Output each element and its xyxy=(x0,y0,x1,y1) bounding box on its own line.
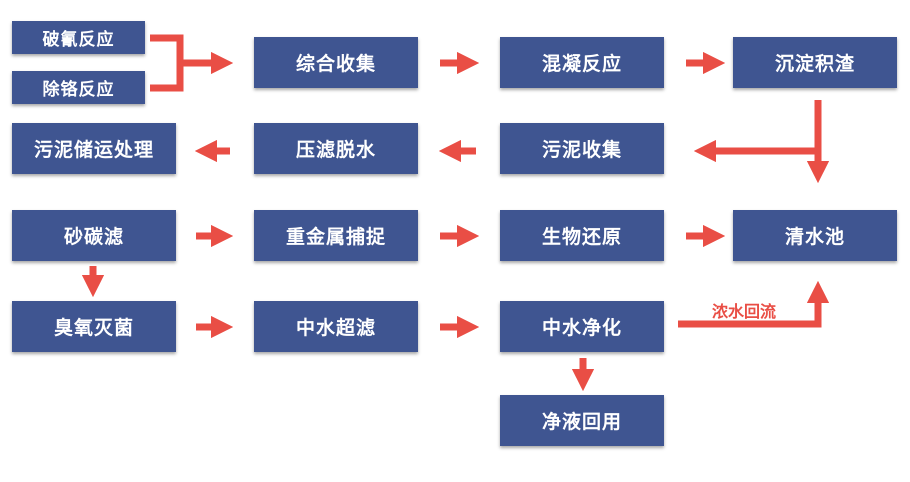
node-shengwu: 生物还原 xyxy=(500,210,664,261)
node-shatan: 砂碳滤 xyxy=(12,210,176,261)
node-qingshuichi: 清水池 xyxy=(733,210,897,261)
node-zhongshui-jinghua: 中水净化 xyxy=(500,301,664,352)
node-zhongjinshu: 重金属捕捉 xyxy=(254,210,418,261)
node-pocyan: 破氰反应 xyxy=(12,21,145,54)
node-wuni-chuyun: 污泥储运处理 xyxy=(12,123,176,174)
node-hunning: 混凝反应 xyxy=(500,37,664,88)
node-zonghe: 综合收集 xyxy=(254,37,418,88)
label-nongshui-huiliu: 浓水回流 xyxy=(712,302,777,321)
node-yalv: 压滤脱水 xyxy=(254,123,418,174)
node-chuge: 除铬反应 xyxy=(12,71,145,104)
merge-bracket xyxy=(150,34,184,92)
node-zhongshui-chaolv: 中水超滤 xyxy=(254,301,418,352)
node-chendian: 沉淀积渣 xyxy=(733,37,897,88)
node-jingye: 净液回用 xyxy=(500,395,664,446)
arrow-nongshui-huiliu xyxy=(678,280,830,328)
node-chouyang: 臭氧灭菌 xyxy=(12,301,176,352)
node-wuni-shouji: 污泥收集 xyxy=(500,123,664,174)
